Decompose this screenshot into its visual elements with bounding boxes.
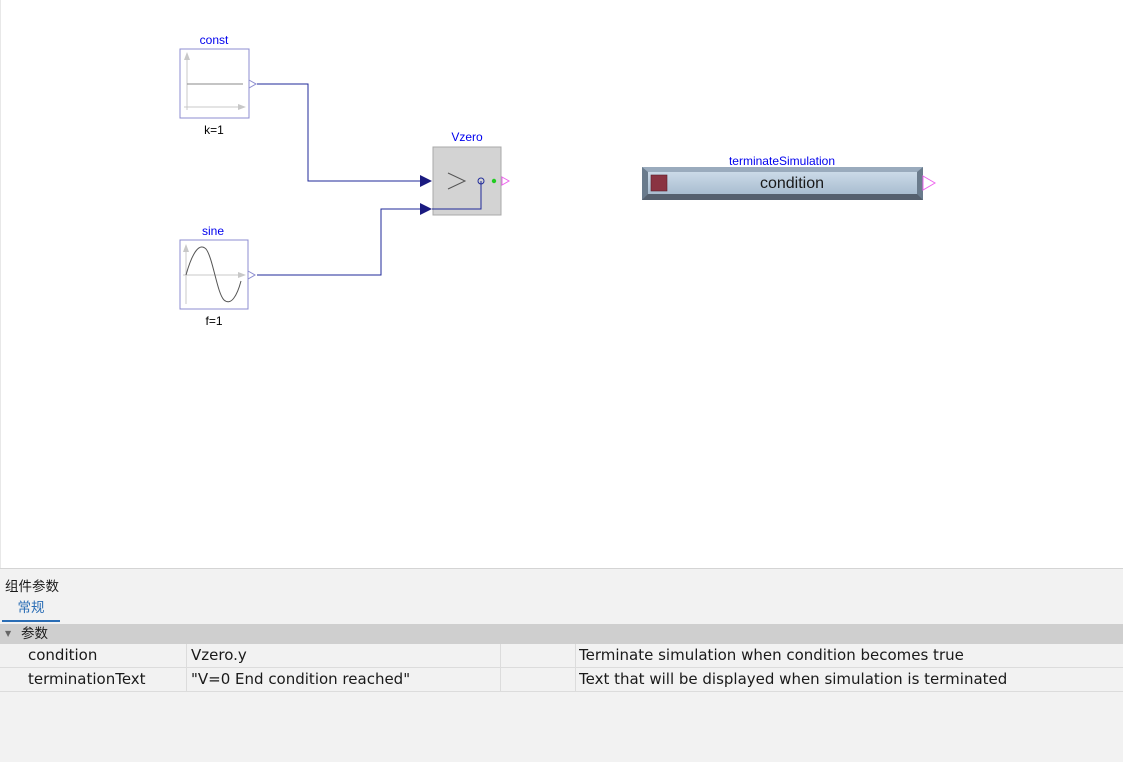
parameter-unit bbox=[505, 668, 573, 691]
terminate-simulation-block[interactable]: terminateSimulation condition bbox=[642, 154, 936, 200]
const-plot-icon bbox=[184, 52, 246, 110]
parameter-name: condition bbox=[28, 646, 98, 664]
stop-square-icon bbox=[650, 174, 668, 192]
sine-block-param: f=1 bbox=[205, 314, 222, 328]
const-block[interactable]: const k=1 bbox=[179, 33, 258, 137]
column-divider bbox=[500, 644, 501, 692]
collapse-triangle-icon[interactable]: ▼ bbox=[5, 629, 12, 638]
parameter-name: terminationText bbox=[28, 670, 146, 688]
sine-output-port[interactable] bbox=[247, 270, 257, 280]
const-block-param: k=1 bbox=[204, 123, 224, 137]
diagram-canvas[interactable]: const k=1 sine f=1 bbox=[0, 0, 1123, 568]
sine-block[interactable]: sine f=1 bbox=[179, 224, 257, 328]
tab-general[interactable]: 常规 bbox=[2, 597, 60, 622]
vzero-input-1-port[interactable] bbox=[420, 175, 432, 187]
diagram-svg: const k=1 sine f=1 bbox=[179, 33, 936, 328]
vzero-block-name: Vzero bbox=[451, 130, 483, 144]
connection-sine-to-vzero[interactable] bbox=[257, 208, 420, 276]
const-output-port[interactable] bbox=[248, 79, 258, 89]
parameter-row-condition[interactable]: condition Vzero.y Terminate simulation w… bbox=[0, 644, 1123, 668]
parameter-value-field[interactable]: "V=0 End condition reached" bbox=[191, 670, 411, 688]
sine-wave-icon bbox=[183, 244, 246, 304]
connection-const-to-vzero[interactable] bbox=[257, 83, 420, 182]
terminate-block-name: terminateSimulation bbox=[729, 154, 835, 168]
parameter-description: Text that will be displayed when simulat… bbox=[579, 670, 1008, 688]
greater-than-icon bbox=[447, 172, 467, 190]
component-parameters-panel: 组件参数 常规 ▼ 参数 condition Vzero.y Terminate… bbox=[0, 568, 1123, 762]
column-divider bbox=[575, 644, 576, 692]
parameter-unit bbox=[505, 644, 573, 667]
parameter-value-field[interactable]: Vzero.y bbox=[191, 646, 247, 664]
parameter-group-header[interactable]: ▼ 参数 bbox=[0, 624, 1123, 644]
sine-block-name: sine bbox=[202, 224, 224, 238]
panel-title: 组件参数 bbox=[5, 579, 59, 595]
parameter-row-termination-text[interactable]: terminationText "V=0 End condition reach… bbox=[0, 668, 1123, 692]
vzero-output-port[interactable] bbox=[501, 176, 511, 186]
vzero-probe-icon bbox=[477, 177, 485, 185]
terminate-block-body-text: condition bbox=[760, 175, 824, 192]
vzero-input-2-port[interactable] bbox=[420, 203, 432, 215]
const-block-name: const bbox=[200, 33, 229, 47]
parameter-group-label: 参数 bbox=[21, 626, 48, 642]
parameter-description: Terminate simulation when condition beco… bbox=[579, 646, 964, 664]
column-divider bbox=[186, 644, 187, 692]
vzero-block[interactable]: Vzero bbox=[420, 130, 511, 216]
vzero-status-dot bbox=[491, 178, 497, 184]
terminate-output-port[interactable] bbox=[922, 175, 936, 191]
